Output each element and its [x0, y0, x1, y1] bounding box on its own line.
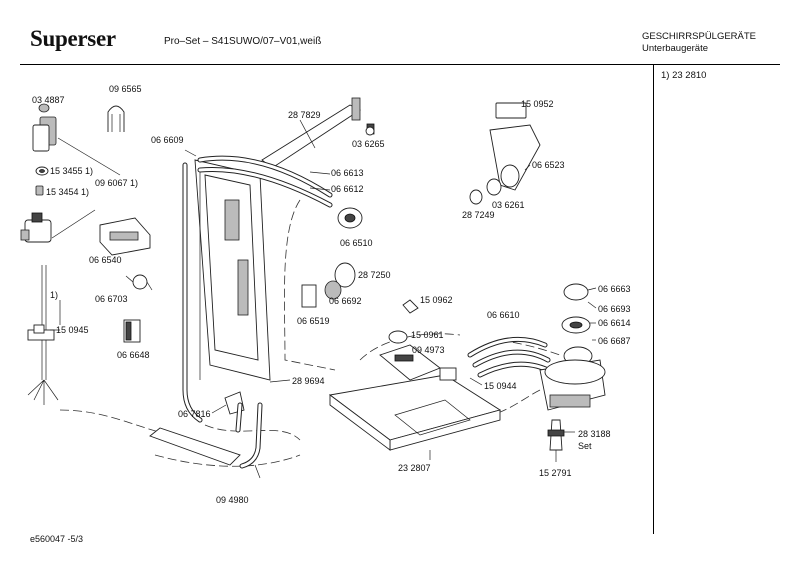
- part-label: 06 6687: [598, 336, 631, 346]
- part-label: 28 3188: [578, 429, 611, 439]
- part-base-tray: [328, 374, 502, 451]
- brand-logo: Superser: [30, 26, 116, 51]
- part-flow-meter: [301, 262, 356, 308]
- part-hose-left: [182, 162, 203, 423]
- part-thermostat: [337, 207, 363, 229]
- part-label: 06 6613: [331, 168, 364, 178]
- part-label: 28 7829: [288, 110, 321, 120]
- part-label: 15 0945: [56, 325, 89, 335]
- category-title: GESCHIRRSPÜLGERÄTE: [642, 31, 757, 42]
- header-divider: [20, 64, 780, 65]
- part-label: 15 2791: [539, 468, 572, 478]
- part-label: 03 6265: [352, 139, 385, 149]
- part-hose-clip: [107, 105, 125, 132]
- part-label: 28 7249: [462, 210, 495, 220]
- part-seal-rings: [35, 166, 49, 196]
- part-pressure-switch: [99, 217, 151, 256]
- part-pump-housing: [539, 283, 606, 411]
- part-label: 09 6565: [109, 84, 142, 94]
- part-label: Set: [578, 441, 592, 451]
- part-number-labels: 03 4887 09 6565 15 3455 1) 09 6067 1) 15…: [32, 84, 631, 505]
- part-holder: [123, 319, 141, 343]
- part-label: 15 3455 1): [50, 166, 93, 176]
- leader-lines: [50, 119, 597, 479]
- part-label: 15 0961: [411, 330, 444, 340]
- part-label: 06 6614: [598, 318, 631, 328]
- part-heater-element: [547, 419, 565, 462]
- part-label: 06 7816: [178, 409, 211, 419]
- side-column-divider: [653, 64, 654, 534]
- part-label: 06 6540: [89, 255, 122, 265]
- part-label: 23 2807: [398, 463, 431, 473]
- part-label: 03 4887: [32, 95, 65, 105]
- part-label: 15 3454 1): [46, 187, 89, 197]
- part-label: 06 6609: [151, 135, 184, 145]
- part-label: 06 6648: [117, 350, 150, 360]
- category-subtitle: Unterbaugeräte: [642, 43, 709, 54]
- model-title: Pro–Set – S41SUWO/07–V01,weiß: [164, 36, 322, 47]
- part-label: 28 9694: [292, 376, 325, 386]
- part-label: 06 6612: [331, 184, 364, 194]
- part-label: 06 6663: [598, 284, 631, 294]
- part-bracket-top-right: [469, 102, 541, 205]
- part-cable-harness: [27, 265, 59, 405]
- part-label: 09 4980: [216, 495, 249, 505]
- part-label: 09 6067 1): [95, 178, 138, 188]
- part-label: 1): [50, 290, 58, 300]
- part-dispenser-cap: [32, 103, 57, 152]
- part-label: 06 6692: [329, 296, 362, 306]
- part-valve-unit: [20, 212, 52, 243]
- part-label: 09 4973: [412, 345, 445, 355]
- part-screw: [365, 123, 375, 136]
- part-label: 15 0944: [484, 381, 517, 391]
- part-label: 03 6261: [492, 200, 525, 210]
- part-label: 06 6510: [340, 238, 373, 248]
- part-label: 15 0962: [420, 295, 453, 305]
- part-bottom-rail: [149, 402, 263, 469]
- part-label: 06 6693: [598, 304, 631, 314]
- part-label: 15 0952: [521, 99, 554, 109]
- document-reference: e560047 -5/3: [30, 534, 84, 544]
- footnote-note: 1) 23 2810: [661, 70, 707, 81]
- part-side-panel: [194, 159, 271, 381]
- part-top-rail: [261, 97, 361, 169]
- part-label: 06 6703: [95, 294, 128, 304]
- part-float-switch: [379, 299, 457, 381]
- part-spray-tubes: [197, 155, 333, 208]
- part-label: 06 6610: [487, 310, 520, 320]
- part-label: 06 6519: [297, 316, 330, 326]
- part-label: 28 7250: [358, 270, 391, 280]
- part-pump-hoses: [467, 336, 555, 378]
- part-label: 06 6523: [532, 160, 565, 170]
- part-clamp: [125, 274, 153, 291]
